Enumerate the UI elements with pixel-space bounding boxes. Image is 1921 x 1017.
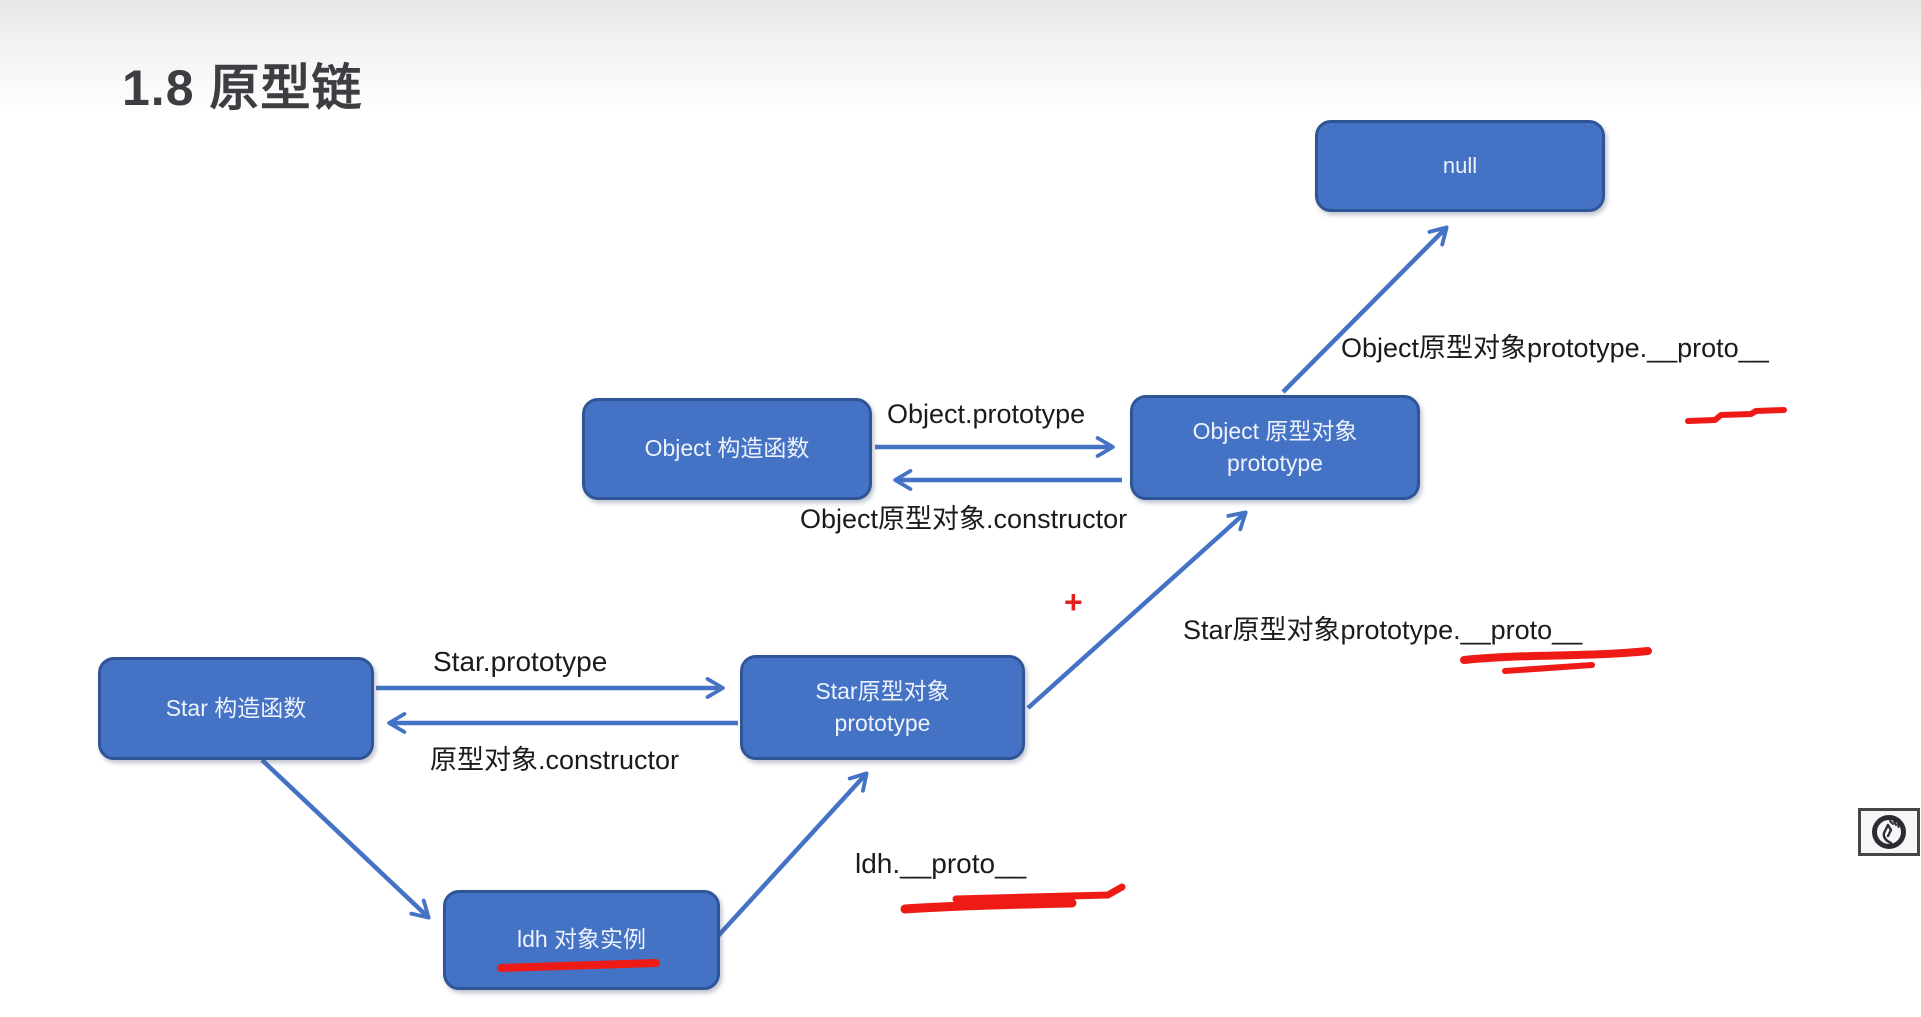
arrow-star-to-ldh (260, 758, 431, 920)
label-star-prototype: Star.prototype (433, 646, 608, 677)
node-star-prototype-line1: Star原型对象 (815, 678, 950, 705)
node-null-label: null (1442, 153, 1478, 179)
node-null: null (1315, 120, 1605, 212)
page-title: 1.8 原型链 (122, 60, 363, 116)
label-object-prototype: Object.prototype (887, 399, 1086, 429)
red-underline-star-proto-chain-1 (1460, 647, 1652, 664)
node-ldh-instance: ldh 对象实例 (443, 890, 720, 990)
node-object-constructor-label: Object 构造函数 (644, 435, 810, 462)
node-star-constructor: Star 构造函数 (98, 657, 374, 760)
arrow-ldh-to-starproto (716, 771, 869, 938)
label-star-constructor-back: 原型对象.constructor (430, 745, 680, 775)
label-ldh-proto: ldh.__proto__ (855, 848, 1027, 879)
watermark-logo (1858, 808, 1920, 856)
label-object-constructor-back: Object原型对象.constructor (800, 504, 1128, 534)
red-scribble-ldh-proto-2 (952, 883, 1126, 903)
red-plus-mark: + (1064, 584, 1083, 620)
node-object-prototype-line2: prototype (1227, 449, 1323, 476)
horse-logo-icon (1872, 815, 1906, 849)
node-star-prototype-line2: prototype (834, 709, 931, 736)
node-star-prototype: Star原型对象 prototype (740, 655, 1025, 760)
label-object-proto-chain: Object原型对象prototype.__proto__ (1341, 333, 1769, 363)
red-underline-star-proto-chain-2 (1502, 662, 1595, 674)
node-object-prototype: Object 原型对象 prototype (1130, 395, 1420, 500)
red-underline-object-proto-chain (1685, 407, 1787, 424)
red-scribble-ldh-proto-1 (900, 898, 1077, 914)
arrow-objectproto-to-null (1281, 225, 1449, 394)
node-object-prototype-line1: Object 原型对象 (1192, 418, 1358, 445)
node-object-constructor: Object 构造函数 (582, 398, 872, 500)
node-ldh-instance-label: ldh 对象实例 (516, 926, 647, 953)
node-star-constructor-label: Star 构造函数 (165, 694, 307, 721)
label-star-proto-chain: Star原型对象prototype.__proto__ (1183, 615, 1583, 645)
